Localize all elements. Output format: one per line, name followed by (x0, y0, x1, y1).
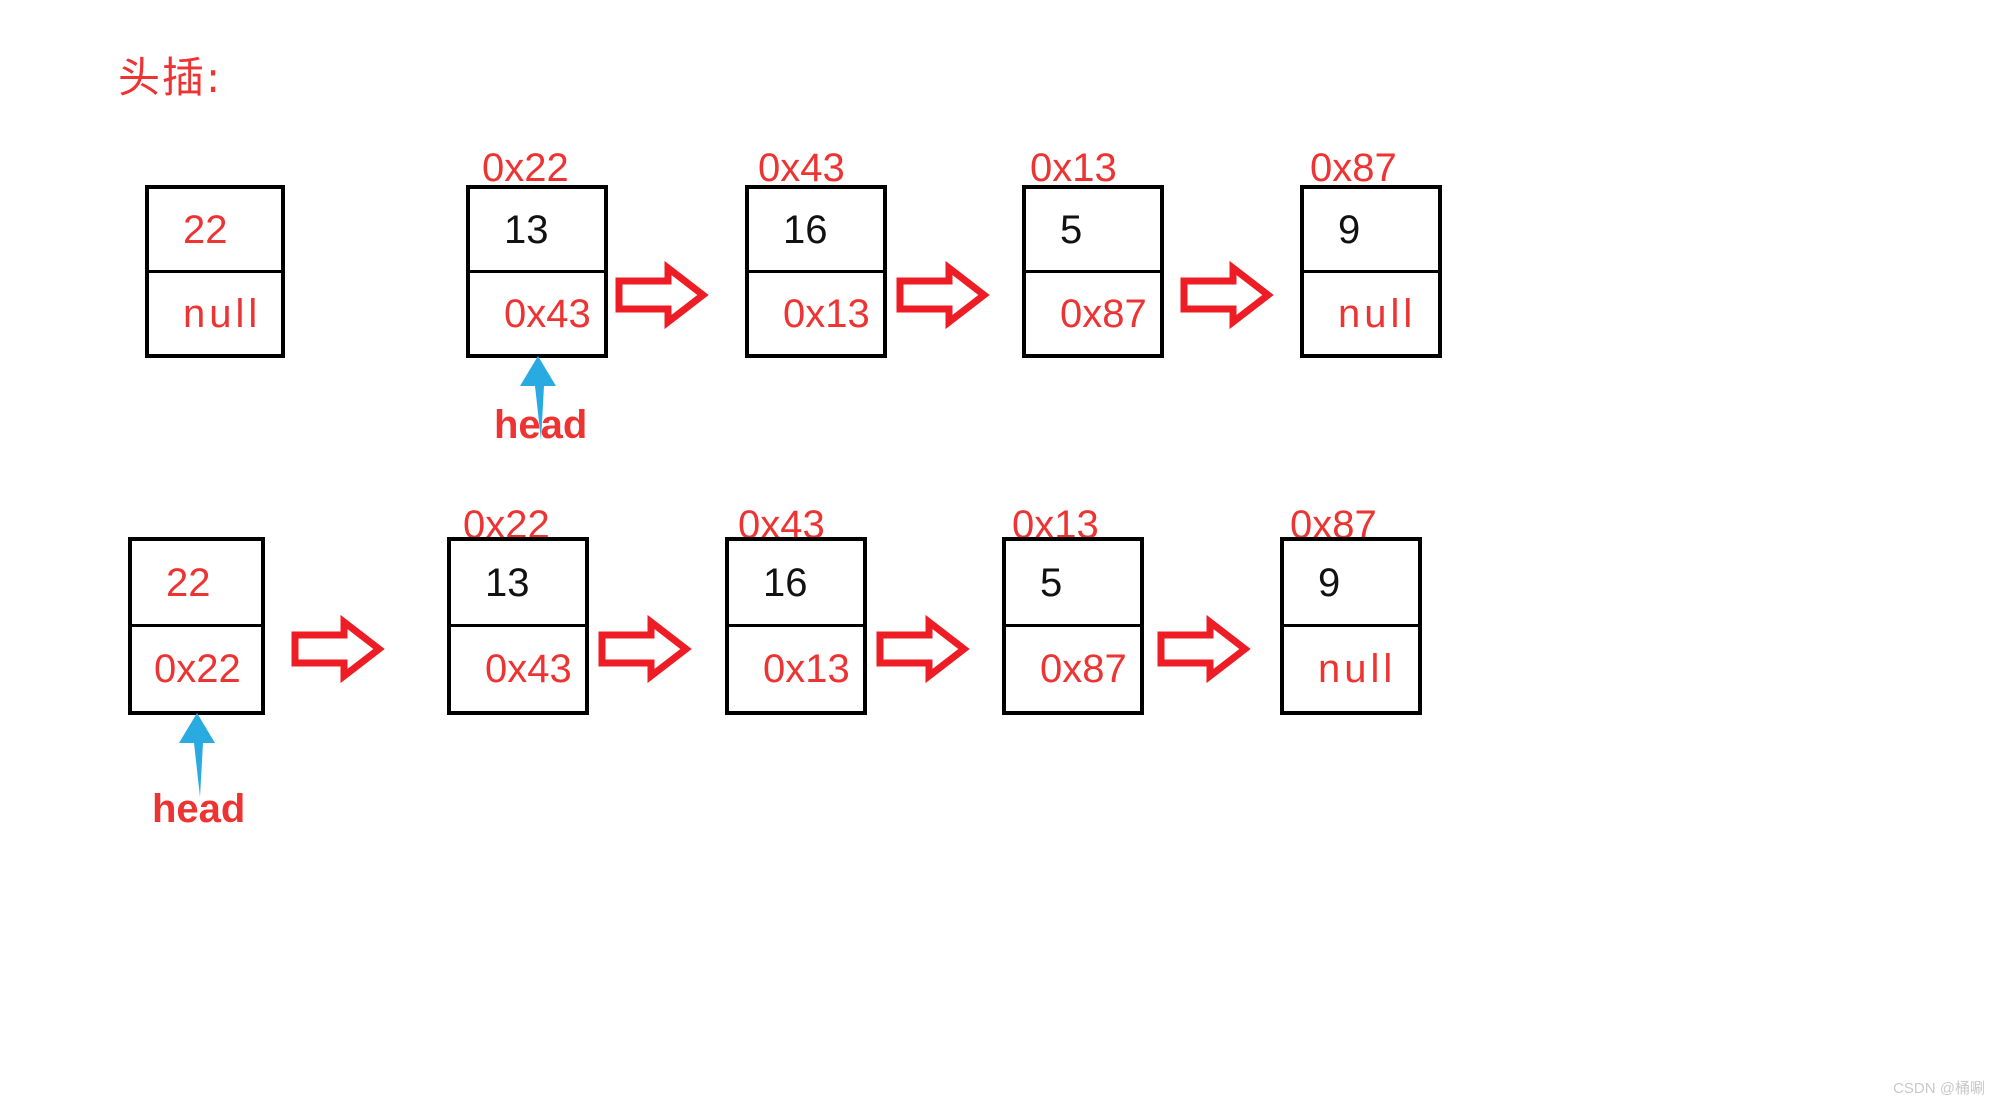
next-pointer-arrow (615, 260, 709, 330)
list-node: 13 0x43 (466, 185, 608, 358)
node-address-label: 0x87 (1310, 146, 1397, 190)
node-next: 0x13 (763, 647, 850, 691)
list-node: 13 0x43 (447, 537, 589, 715)
node-next: 0x43 (485, 647, 572, 691)
list-node: 5 0x87 (1002, 537, 1144, 715)
node-next-cell: 0x43 (466, 273, 608, 358)
head-label: head (152, 787, 246, 831)
list-node: 5 0x87 (1022, 185, 1164, 358)
next-pointer-arrow (1157, 614, 1251, 684)
next-pointer-arrow (876, 614, 970, 684)
list-node: 9 null (1300, 185, 1442, 358)
page-title: 头插: (118, 53, 223, 102)
node-next: 0x43 (504, 291, 591, 336)
node-value: 9 (1338, 207, 1361, 252)
node-next: null (183, 291, 262, 336)
list-node: 22 null (145, 185, 285, 358)
node-next: 0x87 (1040, 647, 1127, 691)
node-value: 22 (183, 207, 228, 252)
node-next-cell: 0x87 (1022, 273, 1164, 358)
node-address-label: 0x13 (1030, 146, 1117, 190)
node-value-cell: 16 (725, 537, 867, 627)
watermark: CSDN @桶唰 (1893, 1080, 1985, 1097)
node-next-cell: 0x13 (745, 273, 887, 358)
node-value-cell: 9 (1300, 185, 1442, 273)
list-node: 16 0x13 (745, 185, 887, 358)
node-next-cell: 0x22 (128, 627, 265, 715)
node-next-cell: null (1280, 627, 1422, 715)
next-pointer-arrow (1180, 260, 1274, 330)
node-value: 5 (1060, 207, 1083, 252)
node-next-cell: null (1300, 273, 1442, 358)
node-value-cell: 5 (1002, 537, 1144, 627)
node-value-cell: 22 (145, 185, 285, 273)
head-label: head (494, 403, 588, 447)
node-value-cell: 13 (447, 537, 589, 627)
list-node: 22 0x22 (128, 537, 265, 715)
node-address-label: 0x22 (482, 146, 569, 190)
node-value: 16 (763, 560, 808, 605)
node-value: 22 (166, 560, 211, 605)
node-value-cell: 9 (1280, 537, 1422, 627)
node-value: 13 (504, 207, 549, 252)
next-pointer-arrow (896, 260, 990, 330)
node-value-cell: 16 (745, 185, 887, 273)
node-next-cell: 0x43 (447, 627, 589, 715)
head-pointer-arrow (516, 356, 560, 440)
list-node: 16 0x13 (725, 537, 867, 715)
node-next: null (1338, 291, 1417, 336)
node-next-cell: null (145, 273, 285, 358)
node-next-cell: 0x13 (725, 627, 867, 715)
node-value: 5 (1040, 560, 1063, 605)
node-next: null (1318, 647, 1397, 691)
node-value-cell: 13 (466, 185, 608, 273)
node-value: 13 (485, 560, 530, 605)
node-value: 9 (1318, 560, 1341, 605)
next-pointer-arrow (291, 614, 385, 684)
node-value: 16 (783, 207, 828, 252)
node-address-label: 0x43 (758, 146, 845, 190)
node-next: 0x13 (783, 291, 870, 336)
next-pointer-arrow (598, 614, 692, 684)
node-value-cell: 5 (1022, 185, 1164, 273)
node-next: 0x22 (154, 647, 241, 691)
head-pointer-arrow (175, 713, 219, 797)
node-value-cell: 22 (128, 537, 265, 627)
node-next-cell: 0x87 (1002, 627, 1144, 715)
list-node: 9 null (1280, 537, 1422, 715)
node-next: 0x87 (1060, 291, 1147, 336)
